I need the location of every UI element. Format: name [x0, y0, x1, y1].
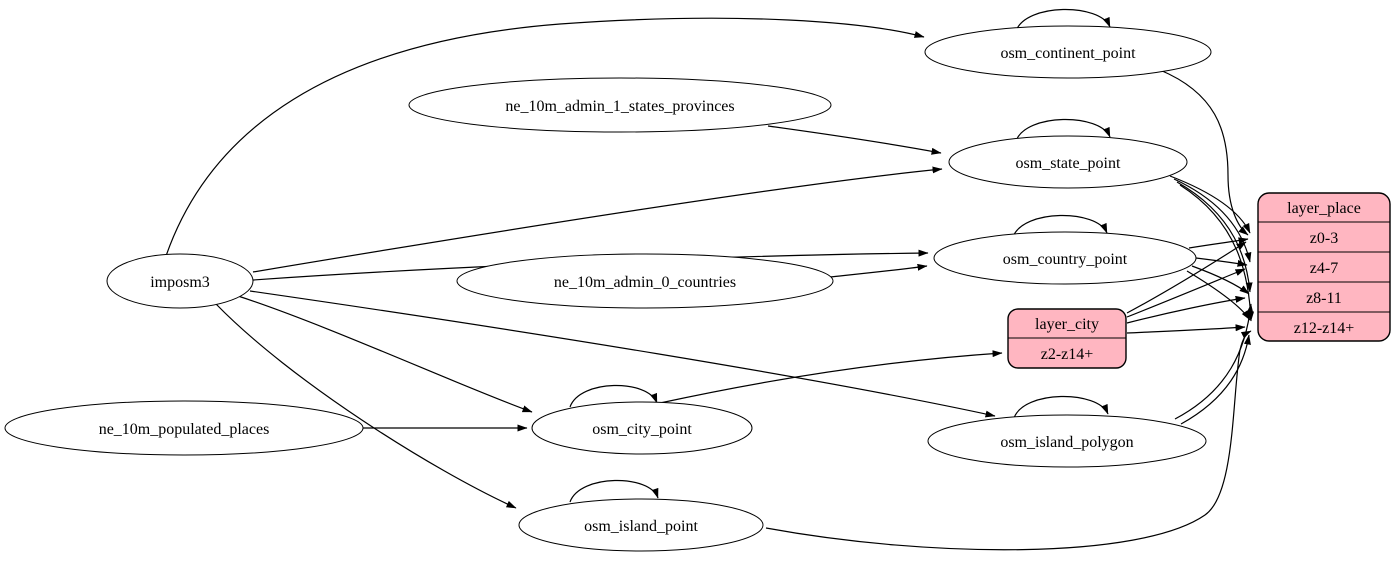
- self-loop-osm_state_point: [1015, 118, 1111, 142]
- node-osm_country_point-label: osm_country_point: [1003, 251, 1128, 268]
- record-layer_city-row-z2-z14: z2-z14+: [1041, 346, 1094, 363]
- edge-imposm3-osm_city_point: [237, 295, 533, 413]
- edge-osm_island_polygon-layer_place-z8-11: [1174, 303, 1254, 420]
- edge-osm_city_point-layer_city-z2-z14: [659, 350, 1003, 404]
- record-layer_place-box: [1257, 192, 1391, 342]
- edge-osm_continent_point-layer_place-z0-3: [1159, 69, 1249, 236]
- record-layer_place-row-z8-11: z8-11: [1306, 290, 1342, 307]
- node-osm_city_point: osm_city_point: [531, 401, 753, 455]
- node-osm_city_point-label: osm_city_point: [592, 421, 692, 438]
- edge-osm_country_point-layer_place-z8-11: [1191, 265, 1250, 295]
- record-layer_place-row-z4-7: z4-7: [1310, 260, 1338, 277]
- node-ne_10m_populated_places-shape: [4, 400, 364, 456]
- node-osm_island_polygon-shape: [927, 414, 1207, 468]
- edge-osm_state_point-layer_place-z0-3: [1169, 175, 1251, 234]
- node-ne_10m_admin_1_states_provinces: ne_10m_admin_1_states_provinces: [408, 77, 832, 133]
- node-osm_country_point: osm_country_point: [933, 231, 1197, 285]
- node-osm_island_point-shape: [518, 498, 764, 552]
- self-loop-osm_island_point: [569, 479, 659, 503]
- record-layer_place: layer_place z0-3 z4-7 z8-11 z12-z14+: [1257, 192, 1391, 342]
- edge-layer_city-layer_place-z4-7: [1126, 268, 1246, 318]
- node-ne_10m_populated_places: ne_10m_populated_places: [4, 400, 364, 456]
- self-loop-osm_continent_point: [1015, 8, 1111, 32]
- edge-osm_island_polygon-layer_place-z12-z14: [1180, 334, 1251, 425]
- node-osm_continent_point-shape: [924, 25, 1212, 79]
- edge-osm_state_point-layer_place-z8-11: [1176, 181, 1253, 293]
- node-osm_island_polygon: osm_island_polygon: [927, 414, 1207, 468]
- edge-imposm3-osm_continent_point: [165, 17, 925, 257]
- node-osm_continent_point-label: osm_continent_point: [1000, 45, 1136, 62]
- edge-osm_country_point-layer_place-z4-7: [1195, 257, 1248, 267]
- edge-imposm3-osm_island_point: [215, 303, 517, 509]
- node-osm_island_point-label: osm_island_point: [584, 518, 698, 535]
- record-layer_place-row-z0-3: z0-3: [1310, 230, 1338, 247]
- edge-imposm3-osm_island_polygon: [249, 290, 996, 418]
- node-ne_10m_admin_0_countries-label: ne_10m_admin_0_countries: [554, 274, 736, 291]
- node-osm_city_point-shape: [531, 401, 753, 455]
- node-ne_10m_admin_1_states_provinces-label: ne_10m_admin_1_states_provinces: [505, 98, 734, 115]
- edge-ne_10m_admin_1_states_provinces-osm_state_point: [767, 125, 942, 155]
- edge-layer_city-layer_place-z0-3: [1126, 241, 1247, 314]
- self-loop-osm_country_point: [1012, 214, 1108, 238]
- node-osm_country_point-shape: [933, 231, 1197, 285]
- node-ne_10m_admin_0_countries: ne_10m_admin_0_countries: [456, 253, 834, 309]
- record-layer_city-title: layer_city: [1035, 316, 1099, 333]
- edge-osm_state_point-layer_place-z4-7: [1173, 178, 1252, 263]
- node-osm_continent_point: osm_continent_point: [924, 25, 1212, 79]
- node-imposm3: imposm3: [106, 253, 254, 309]
- node-osm_island_polygon-label: osm_island_polygon: [1000, 434, 1133, 451]
- node-ne_10m_admin_0_countries-shape: [456, 253, 834, 309]
- record-layer_place-title: layer_place: [1287, 200, 1361, 217]
- edge-layer_city-layer_place-z8-11: [1126, 295, 1246, 324]
- node-imposm3-label: imposm3: [150, 274, 210, 291]
- node-ne_10m_admin_1_states_provinces-shape: [408, 77, 832, 133]
- nodes-group: imposm3 ne_10m_admin_1_states_provinces …: [4, 25, 1212, 552]
- edge-osm_country_point-layer_place-z12-z14: [1186, 270, 1251, 321]
- node-osm_state_point: osm_state_point: [948, 135, 1188, 189]
- edges-group: [165, 8, 1255, 551]
- edge-ne_10m_admin_0_countries-osm_country_point: [829, 263, 928, 278]
- edge-layer_city-layer_place-z12-z14: [1126, 324, 1246, 334]
- edge-osm_country_point-layer_place-z0-3: [1188, 237, 1249, 249]
- edge-imposm3-osm_state_point: [252, 166, 943, 273]
- self-loop-osm_island_polygon: [1013, 395, 1109, 419]
- node-ne_10m_populated_places-label: ne_10m_populated_places: [99, 421, 270, 438]
- self-loop-osm_city_point: [569, 384, 658, 408]
- record-layer_place-row-z12-z14: z12-z14+: [1294, 320, 1355, 337]
- node-imposm3-shape: [106, 253, 254, 309]
- node-osm_island_point: osm_island_point: [518, 498, 764, 552]
- node-osm_state_point-shape: [948, 135, 1188, 189]
- edge-osm_island_point-layer_place-z12-z14: [765, 330, 1252, 551]
- record-layer_city: layer_city z2-z14+: [1007, 308, 1127, 369]
- node-osm_state_point-label: osm_state_point: [1016, 155, 1121, 172]
